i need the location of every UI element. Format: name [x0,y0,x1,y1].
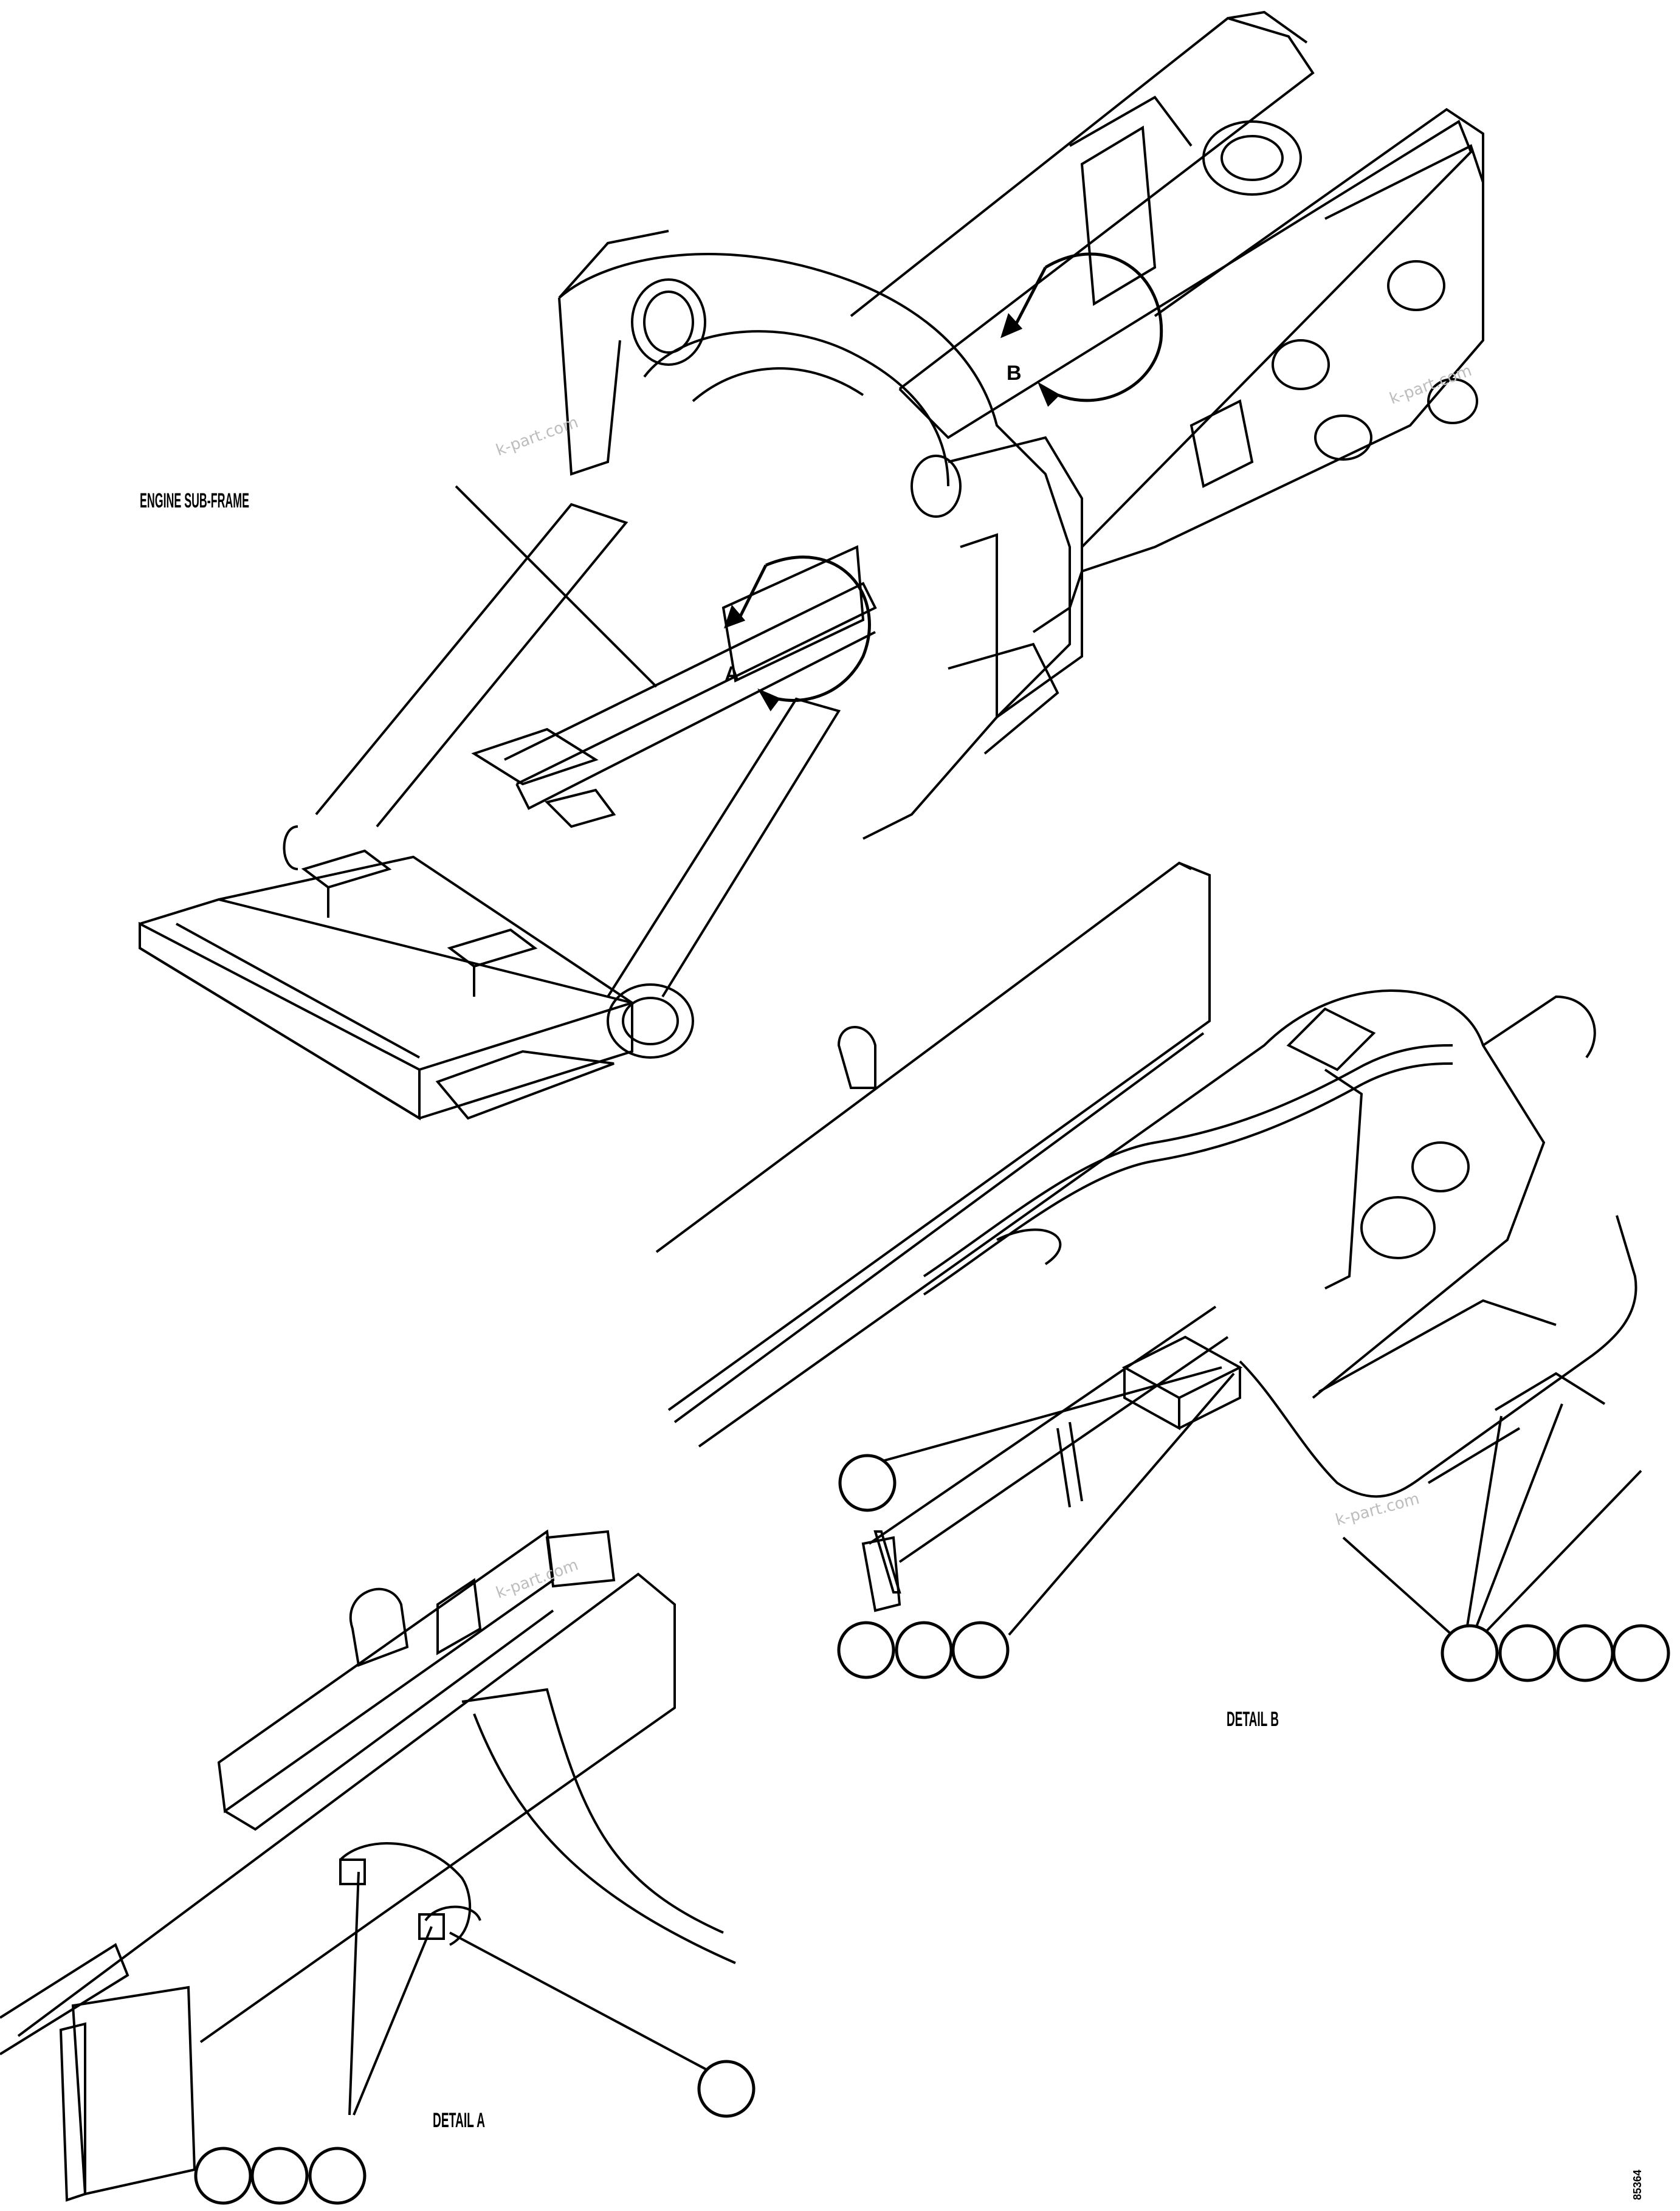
detail-a-title: DETAIL A [433,2109,485,2132]
detail-b-callout-3 [895,1621,953,1679]
figure-number: 85364 [1631,2170,1644,2200]
detail-b-callout-6 [1498,1624,1557,1682]
detail-b-leader-lines [869,1366,1642,1642]
detail-a-callout-circles [194,2060,756,2205]
detail-b-drawing [655,861,1637,1612]
marker-b: B [1007,362,1022,385]
detail-b-callout-8 [1612,1624,1670,1682]
detail-b-callout-2 [837,1621,895,1679]
detail-a-callout-1 [697,2060,756,2118]
detail-b-callout-5 [1441,1624,1499,1682]
detail-b-callout-1 [838,1454,897,1512]
marker-a: A [725,662,740,686]
detail-a-callout-4 [308,2147,367,2205]
detail-b-callout-circles [837,1454,1670,1682]
detail-callout-circles [723,252,1163,712]
detail-b-title: DETAIL B [1227,1708,1279,1731]
detail-b-callout-7 [1556,1624,1614,1682]
detail-a-callout-3 [250,2147,309,2205]
detail-a-drawing [0,1529,736,2202]
engine-sub-frame-leader [455,485,658,688]
watermark-4: k-part.com [494,1556,580,1603]
detail-a-callout-2 [194,2147,252,2205]
detail-a-leader-lines [348,1871,724,2116]
main-frame-drawing [139,10,1484,1121]
watermarks: k-part.com k-part.com k-part.com k-part.… [494,362,1474,1603]
detail-b-callout-4 [951,1621,1010,1679]
engine-sub-frame-label: ENGINE SUB-FRAME [140,489,249,512]
